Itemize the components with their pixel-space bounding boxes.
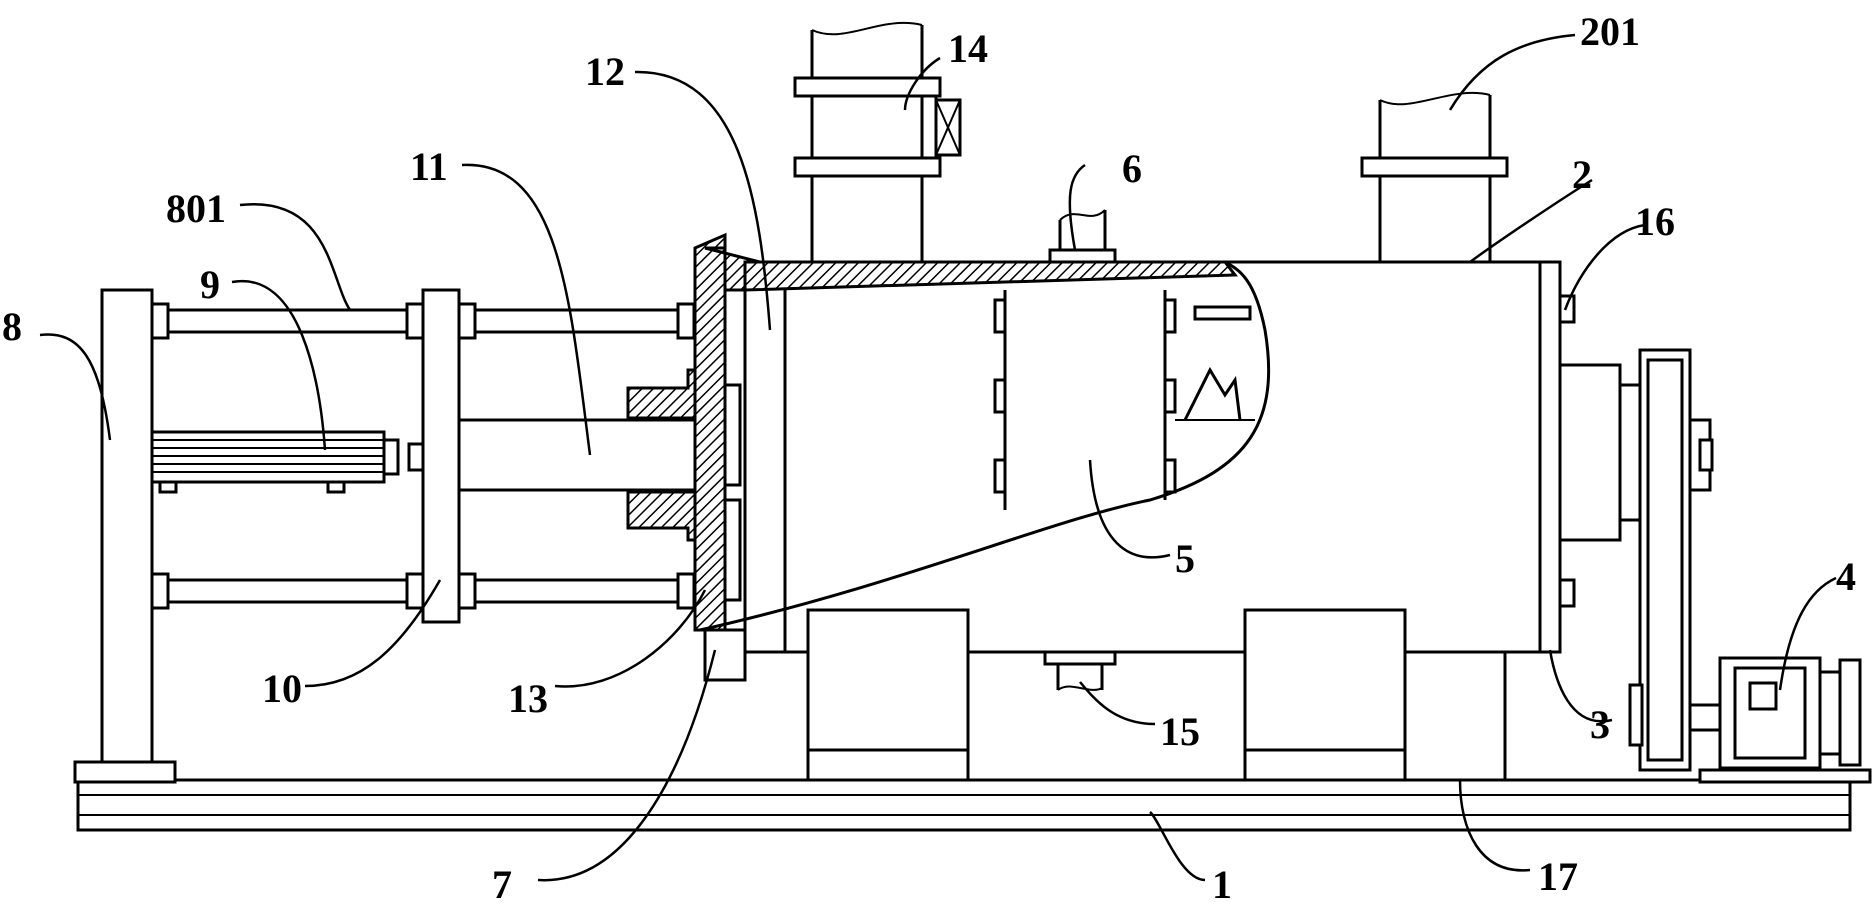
support-feet [806,608,1507,782]
motor [1688,656,1872,784]
label-flange-ring: 12 [585,49,625,94]
sensor [1558,294,1576,608]
cutaway-spiral [699,260,1271,632]
label-drum: 2 [1572,152,1592,197]
label-seal-plate: 7 [492,862,512,907]
bottom-outlet [1043,650,1117,691]
label-tie-rod: 801 [166,186,226,231]
label-support-bottom: 17 [1538,854,1578,899]
label-end-cap: 3 [1590,702,1610,747]
label-sensor: 16 [1635,199,1675,244]
end-cap [1538,260,1562,654]
label-frame: 8 [2,304,22,349]
drum-body [743,260,1542,654]
flange-ring [743,260,787,654]
seal-plate [693,232,762,682]
top-pipe [1048,209,1117,264]
label-guide-plate: 10 [262,666,302,711]
label-base: 1 [1212,862,1232,907]
tie-rods [150,302,696,610]
outlet-top [1360,91,1509,262]
label-bushing: 13 [508,676,548,721]
base-rail [76,778,1852,832]
label-outlet-top: 201 [1580,9,1640,54]
pulley-belt [1628,348,1714,772]
label-cylinder: 9 [200,262,220,307]
label-outlet-bottom: 15 [1160,709,1200,754]
exhaust-pipe [793,21,962,262]
label-spiral: 5 [1175,536,1195,581]
label-exhaust-pipe: 14 [948,26,988,71]
label-rod: 11 [410,144,448,189]
hydraulic-cylinder [150,430,425,494]
label-motor: 4 [1836,554,1856,599]
push-rod [457,418,701,492]
leader-lines [39,33,1837,882]
left-frame [73,288,177,784]
label-pipe-top: 6 [1122,146,1142,191]
guide-plate [421,288,461,624]
